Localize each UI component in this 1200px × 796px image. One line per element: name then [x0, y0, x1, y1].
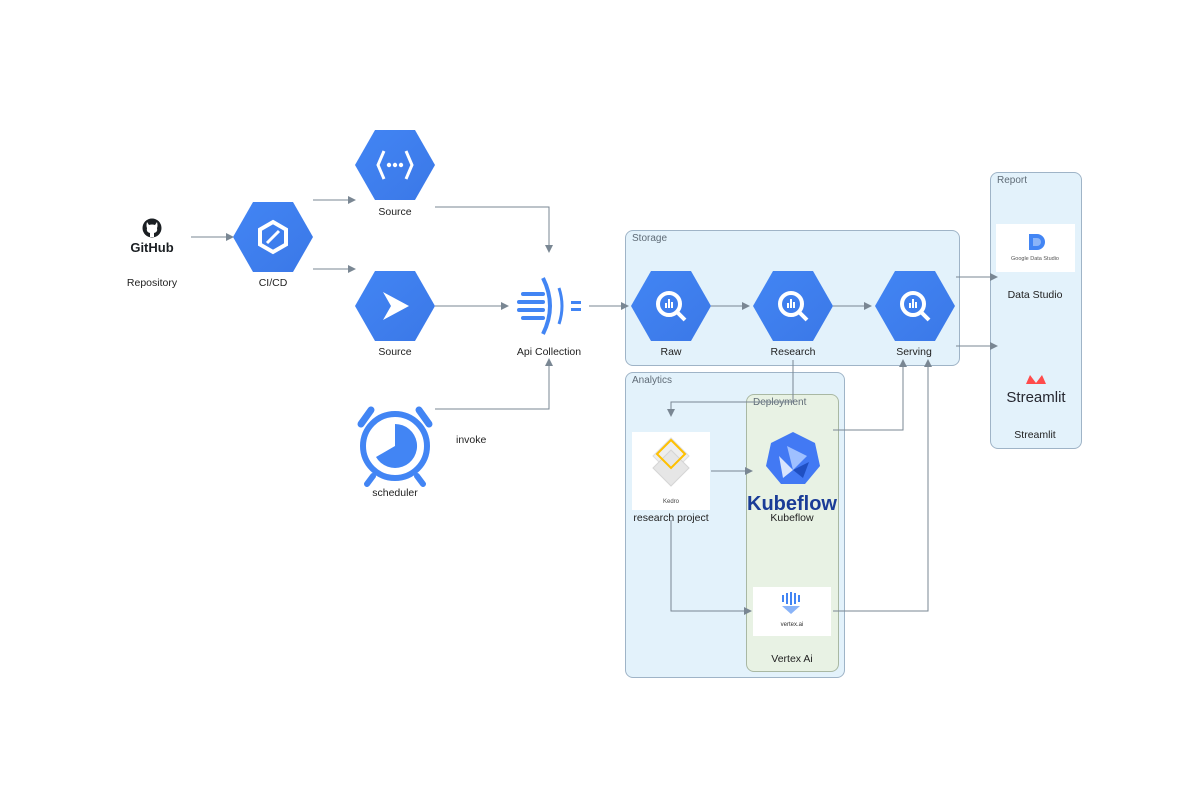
bigquery-raw-icon	[631, 271, 711, 341]
serving-label[interactable]: Serving	[896, 346, 932, 358]
scheduler-label[interactable]: scheduler	[372, 487, 418, 499]
raw-label[interactable]: Raw	[660, 346, 682, 358]
bigquery-research-icon	[753, 271, 833, 341]
repository-label[interactable]: Repository	[126, 277, 178, 289]
kubeflow-logo-text: Kubeflow	[747, 493, 837, 515]
kubeflow-label[interactable]: Kubeflow	[770, 512, 814, 524]
data-studio-label[interactable]: Data Studio	[1007, 289, 1063, 301]
source-functions-label[interactable]: Source	[378, 206, 412, 218]
cicd-label[interactable]: CI/CD	[258, 277, 288, 289]
vertex-card-text: vertex.ai	[781, 622, 804, 628]
api-collection-label[interactable]: Api Collection	[516, 346, 582, 358]
kedro-card-text: Kedro	[663, 499, 680, 505]
github-logo-text: GitHub	[130, 240, 173, 255]
kubeflow-icon	[766, 432, 820, 484]
edge-research-kedro	[667, 360, 794, 417]
data-studio-card-text: Google Data Studio	[1011, 256, 1059, 262]
invoke-edge-label: invoke	[456, 434, 487, 446]
storage-cluster-title: Storage	[632, 233, 668, 244]
cloud-functions-icon	[355, 130, 435, 200]
analytics-cluster-title: Analytics	[632, 375, 673, 386]
github-icon	[142, 218, 162, 238]
streamlit-logo-text: Streamlit	[1006, 389, 1066, 406]
endpoints-icon	[517, 277, 581, 335]
report-cluster: Report	[990, 172, 1082, 449]
vertex-ai-icon	[782, 592, 800, 614]
streamlit-icon	[1026, 375, 1046, 384]
report-cluster-title: Report	[997, 175, 1028, 186]
edge-kedro-vertex	[670, 520, 752, 615]
edge-kubeflow-serving	[833, 359, 907, 431]
vertex-ai-label[interactable]: Vertex Ai	[771, 653, 813, 665]
source-run-label[interactable]: Source	[378, 346, 412, 358]
edge-vertex-serving	[833, 359, 932, 612]
edge-scheduler-api	[435, 358, 553, 410]
bigquery-serving-icon	[875, 271, 955, 341]
cloud-run-icon	[355, 271, 435, 341]
research-label[interactable]: Research	[770, 346, 816, 358]
cloud-build-icon	[233, 202, 313, 272]
edge-source-functions-api	[435, 206, 553, 253]
scheduler-alarm-clock-icon	[357, 406, 433, 487]
data-studio-icon	[1029, 234, 1045, 250]
research-project-label[interactable]: research project	[633, 512, 709, 524]
kedro-icon	[652, 437, 690, 487]
streamlit-label[interactable]: Streamlit	[1014, 429, 1056, 441]
